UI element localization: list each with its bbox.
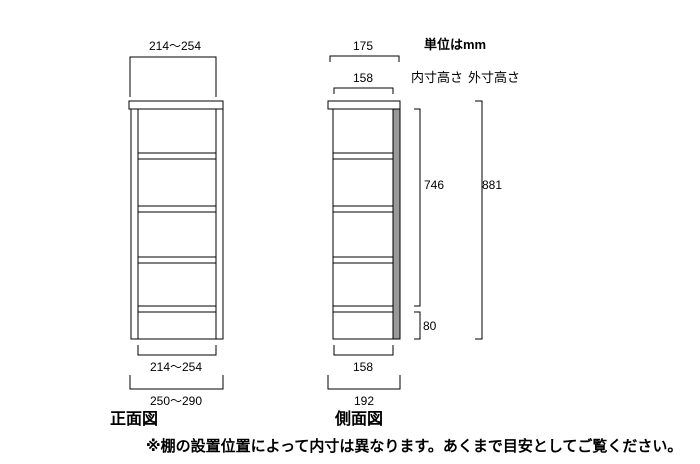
side-bottom-outer-depth-label: 192 <box>354 394 374 408</box>
side-view-drawing <box>327 55 483 390</box>
front-outer-width-label: 250～290 <box>150 394 202 408</box>
side-shelf <box>332 256 394 264</box>
front-inner-width-label: 214～254 <box>150 360 202 374</box>
side-inner-height-line <box>414 108 421 307</box>
side-back-panel <box>392 108 401 340</box>
side-body-outline <box>332 109 394 340</box>
side-top-board <box>327 100 401 110</box>
footnote: ※棚の設置位置によって内寸は異なります。あくまで目安としてご覧ください。 <box>146 437 682 455</box>
front-left-side-panel <box>130 108 139 340</box>
front-shelf <box>137 205 217 213</box>
side-inner-height-label: 746 <box>424 178 444 192</box>
side-shelf <box>332 205 394 213</box>
front-shelf <box>137 152 217 160</box>
unit-label: 単位はmm <box>424 37 486 52</box>
side-top-inner-depth-label: 158 <box>353 71 373 85</box>
outer-height-header: 外寸高さ <box>468 70 520 85</box>
front-top-board <box>128 100 224 110</box>
side-base-height-label: 80 <box>423 319 437 333</box>
front-shelf <box>137 305 217 313</box>
inner-height-header: 内寸高さ <box>411 70 463 85</box>
side-bottom-outer-depth-line <box>327 375 401 390</box>
side-top-outer-depth-label: 175 <box>353 39 373 53</box>
front-view-title: 正面図 <box>110 410 158 428</box>
front-inner-width-line <box>137 345 217 356</box>
side-shelf <box>332 152 394 160</box>
side-outer-height-label: 881 <box>482 178 502 192</box>
side-bottom-inner-depth-label: 158 <box>353 360 373 374</box>
side-view-title: 側面図 <box>334 409 383 428</box>
side-top-inner-depth-line <box>333 87 394 94</box>
side-base-height-line <box>414 311 421 340</box>
front-outer-width-line <box>129 375 224 390</box>
front-right-side-panel <box>215 108 224 340</box>
front-top-width-label: 214～254 <box>149 39 201 53</box>
front-view-drawing <box>128 56 224 390</box>
side-top-outer-depth-line <box>329 55 400 62</box>
side-bottom-inner-depth-line <box>333 345 394 356</box>
side-shelf <box>332 305 394 313</box>
front-shelf <box>137 256 217 264</box>
side-outer-height-line <box>475 100 483 340</box>
front-top-width-line <box>129 56 217 97</box>
